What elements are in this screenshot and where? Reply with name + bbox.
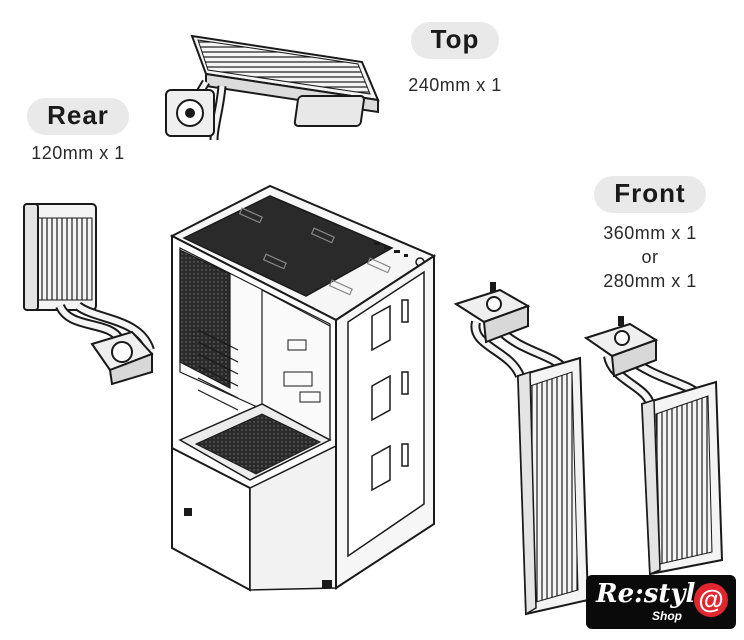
- front-spec-or: or: [641, 247, 659, 267]
- top-radiator-240mm: [165, 34, 380, 141]
- top-title: Top: [410, 22, 500, 59]
- top-spec: 240mm x 1: [408, 75, 502, 95]
- front-fan-brackets: [371, 299, 409, 492]
- rear-spec: 120mm x 1: [31, 143, 125, 163]
- expansion-slots: [197, 329, 239, 411]
- watermark-brand: Re:style: [596, 579, 712, 609]
- at-sign-icon: @: [694, 583, 728, 617]
- front-label: Front 360mm x 1 or 280mm x 1: [585, 176, 715, 293]
- pc-case: [169, 184, 437, 592]
- front-radiator-280mm: [583, 316, 724, 576]
- top-label: Top 240mm x 1: [395, 22, 515, 97]
- watermark-logo: Re:style Shop @: [586, 575, 736, 629]
- front-title: Front: [594, 176, 706, 213]
- front-radiator-360mm: [453, 282, 590, 616]
- watermark-sub: Shop: [652, 609, 682, 623]
- front-spec-280: 280mm x 1: [603, 271, 697, 291]
- rear-title: Rear: [27, 98, 129, 135]
- front-spec-360: 360mm x 1: [603, 223, 697, 243]
- rear-radiator-120mm: [23, 203, 155, 386]
- rear-label: Rear 120mm x 1: [18, 98, 138, 165]
- top-fan-mount-slots: [238, 207, 391, 296]
